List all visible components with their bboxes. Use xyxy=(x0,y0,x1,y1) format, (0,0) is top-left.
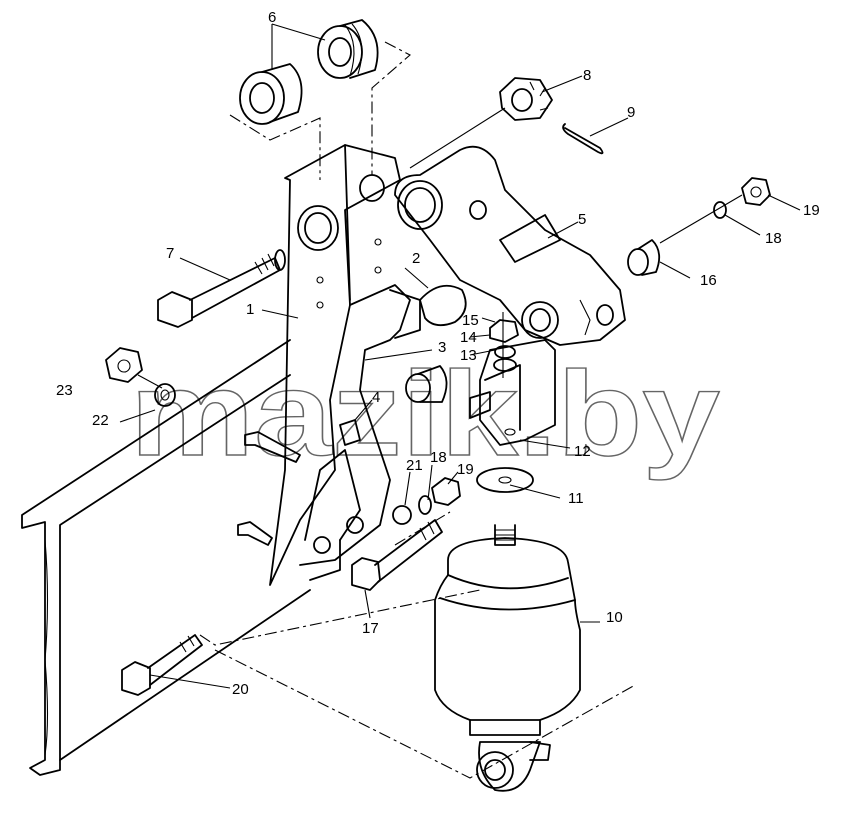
bolt-17 xyxy=(351,519,443,591)
callout-14: 14 xyxy=(460,329,477,346)
callout-7: 7 xyxy=(166,245,174,262)
callout-4: 4 xyxy=(372,389,380,406)
callout-13: 13 xyxy=(460,347,477,364)
lower-nut-washers xyxy=(392,477,461,525)
callout-1: 1 xyxy=(246,301,254,318)
bracket-12 xyxy=(469,339,556,446)
assembly-lines xyxy=(199,41,743,779)
frame-rail xyxy=(21,339,311,776)
rail-studs xyxy=(237,419,361,546)
callout-19-lower: 19 xyxy=(457,461,474,478)
callout-18-upper: 18 xyxy=(765,230,782,247)
callout-15: 15 xyxy=(462,312,479,329)
callout-6: 6 xyxy=(268,9,276,26)
bushing-6 xyxy=(239,19,379,125)
callout-5: 5 xyxy=(578,211,586,228)
callout-17: 17 xyxy=(362,620,379,637)
callout-20: 20 xyxy=(232,681,249,698)
callout-22: 22 xyxy=(92,412,109,429)
bolt-7 xyxy=(157,249,286,328)
washer-18-upper xyxy=(713,201,727,219)
lever-5 xyxy=(394,145,626,346)
bush-3 xyxy=(405,365,448,403)
cotter-pin-9 xyxy=(562,123,604,155)
callout-21: 21 xyxy=(406,457,423,474)
callout-10: 10 xyxy=(606,609,623,626)
callout-16: 16 xyxy=(700,272,717,289)
bolt-20 xyxy=(121,634,203,696)
callout-12: 12 xyxy=(574,443,591,460)
callout-9: 9 xyxy=(627,104,635,121)
callout-labels: 6 8 9 5 7 2 1 15 14 3 13 4 12 11 10 16 1… xyxy=(56,9,820,698)
callout-18-lower: 18 xyxy=(430,449,447,466)
washer-22 xyxy=(154,383,176,407)
washer-11 xyxy=(476,467,534,493)
watermark-text: mazik.by xyxy=(130,347,720,481)
callout-3: 3 xyxy=(438,339,446,356)
nut-23 xyxy=(105,347,143,383)
leader-lines xyxy=(119,23,801,689)
castle-nut-8 xyxy=(499,77,553,121)
nut-19-upper xyxy=(741,177,771,206)
callout-11: 11 xyxy=(568,490,584,507)
callout-19-upper: 19 xyxy=(803,202,820,219)
nut-washers-13-15 xyxy=(489,312,519,378)
air-spring-10 xyxy=(434,524,581,792)
callout-8: 8 xyxy=(583,67,591,84)
rubber-stop-2 xyxy=(389,284,467,339)
callout-2: 2 xyxy=(412,250,420,267)
callout-23: 23 xyxy=(56,382,73,399)
bush-16 xyxy=(627,239,661,276)
